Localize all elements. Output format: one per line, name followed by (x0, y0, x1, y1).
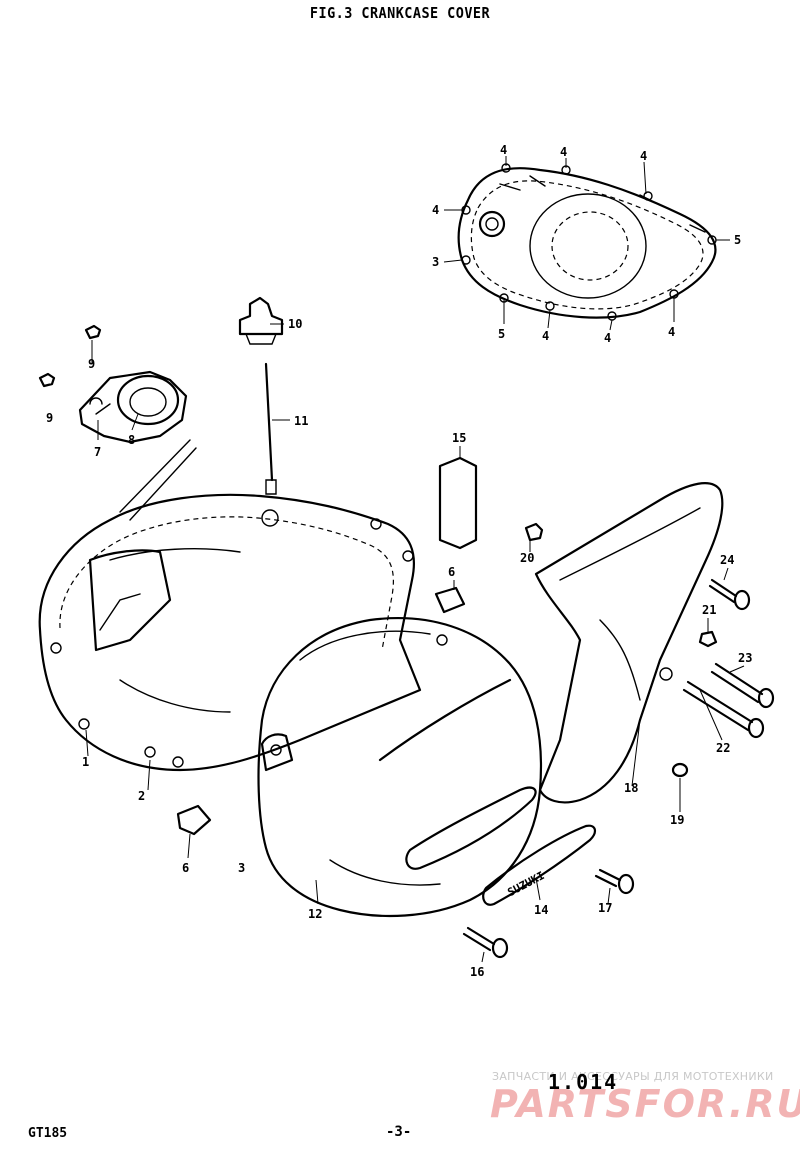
page-number: -3- (386, 1124, 412, 1140)
callout-8: 8 (128, 433, 135, 447)
callout-10: 10 (288, 317, 302, 331)
callout-6b: 6 (182, 861, 189, 875)
callout-9a: 9 (88, 357, 95, 371)
crankcase-cover-drawing (38, 439, 422, 772)
magneto-cover-drawing (257, 617, 543, 918)
callout-21: 21 (702, 603, 716, 617)
callout-3: 3 (432, 255, 439, 269)
model-name: GT185 (28, 1126, 68, 1141)
callout-20: 20 (520, 551, 534, 565)
callout-6a: 6 (448, 565, 455, 579)
callout-1: 1 (82, 755, 89, 769)
callout-9b: 9 (46, 411, 53, 425)
callout-7: 7 (94, 445, 101, 459)
callout-14: 14 (534, 903, 548, 917)
callout-labels: 4 4 4 4 3 5 5 4 4 4 10 11 9 9 7 8 15 6 2… (46, 143, 752, 979)
figure-title: FIG.3 CRANKCASE COVER (309, 4, 491, 22)
callout-4f: 4 (604, 331, 611, 345)
callout-4g: 4 (668, 325, 675, 339)
watermark-tagline: ЗАПЧАСТИ И АКСЕССУАРЫ ДЛЯ МОТОТЕХНИКИ (492, 1070, 774, 1083)
callout-4c: 4 (640, 149, 647, 163)
callout-5a: 5 (734, 233, 741, 247)
callout-12: 12 (308, 907, 322, 921)
callout-4b: 4 (560, 145, 567, 159)
oil-filler-plug-drawing (238, 296, 284, 495)
callout-24: 24 (720, 553, 734, 567)
callout-4a: 4 (500, 143, 507, 157)
callout-18: 18 (624, 781, 638, 795)
frame-cover-drawing (534, 482, 724, 804)
clutch-cover-drawing (457, 163, 717, 321)
oil-pump-cover-drawing (38, 324, 188, 444)
callout-3b: 3 (238, 861, 245, 875)
callout-4d: 4 (432, 203, 439, 217)
small-hardware-drawing (176, 456, 775, 959)
callout-2: 2 (138, 789, 145, 803)
watermark-logo: PARTSFOR.RU (490, 1082, 800, 1126)
callout-22: 22 (716, 741, 730, 755)
diagram-code: 1.014 (548, 1070, 619, 1094)
callout-11: 11 (294, 414, 308, 428)
callout-19: 19 (670, 813, 684, 827)
callout-17: 17 (598, 901, 612, 915)
leader-lines (85, 156, 745, 963)
callout-15: 15 (452, 431, 466, 445)
callout-5b: 5 (498, 327, 505, 341)
callout-16: 16 (470, 965, 484, 979)
emblem-text: SUZUKI (505, 869, 546, 899)
callout-23: 23 (738, 651, 752, 665)
callout-4e: 4 (542, 329, 549, 343)
